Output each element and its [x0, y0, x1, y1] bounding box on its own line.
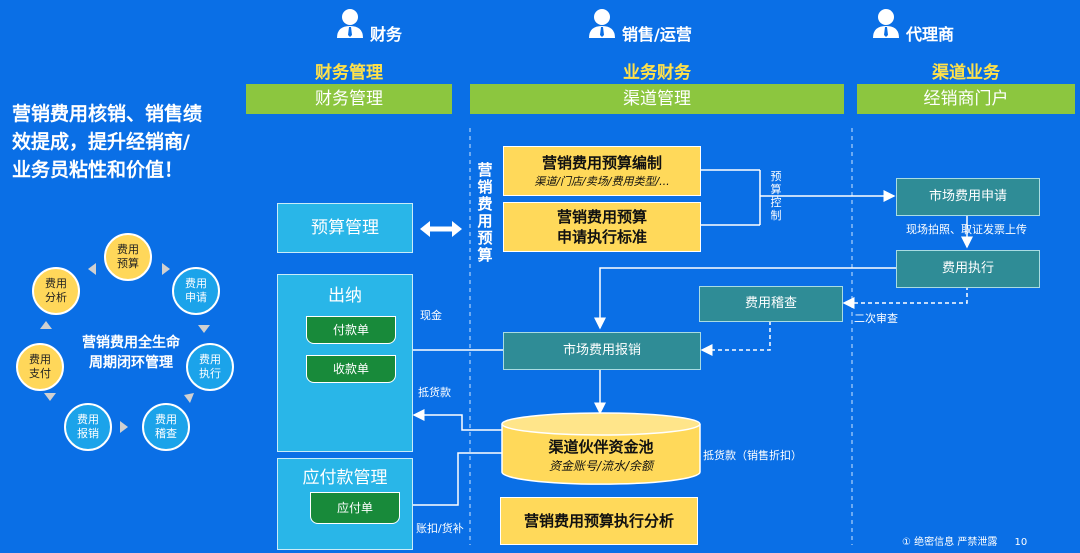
budget-compile-box[interactable]: 营销费用预算编制 渠道/门店/卖场/费用类型/... — [503, 146, 701, 196]
arrow-pool-to-payable — [398, 452, 504, 511]
slogan-line: 效提成，提升经销商/ — [12, 131, 190, 153]
photo-upload-label: 现场拍照、取证发票上传 — [906, 223, 1027, 236]
person-icon — [873, 9, 899, 38]
role-label: 销售/运营 — [622, 25, 692, 44]
expense-execute-box[interactable]: 费用执行 — [896, 250, 1040, 288]
market-apply-box[interactable]: 市场费用申请 — [896, 178, 1040, 216]
chevron-up-icon — [44, 393, 56, 401]
payable-title: 应付款管理 — [302, 468, 388, 488]
lifecycle-wheel: 营销费用全生命 周期闭环管理 费用预算 费用申请 费用执行 费用稽查 费用报销 … — [0, 225, 240, 465]
fund-pool-cylinder[interactable] — [500, 412, 702, 486]
lifecycle-chevrons — [40, 263, 210, 433]
receipt-doc[interactable]: 收款单 — [306, 355, 396, 383]
budget-vertical-label: 营 销 费 用 预 算 — [477, 161, 493, 264]
chevron-down-icon — [198, 325, 210, 333]
role-agent: 代理商 — [872, 8, 992, 48]
arrow-audit-to-reimburse — [700, 321, 771, 356]
slogan: 营销费用核销、销售绩 效提成，提升经销商/ 业务员粘性和价值！ — [12, 100, 202, 184]
budget-management-box[interactable]: 预算管理 — [277, 203, 413, 253]
person-icon — [589, 9, 615, 38]
lifecycle-node-payment: 费用支付 — [16, 343, 64, 391]
slogan-line: 营销费用核销、销售绩 — [12, 103, 203, 125]
chevron-left-icon — [120, 421, 128, 433]
payment-doc[interactable]: 付款单 — [306, 316, 396, 344]
slogan-line: 业务员粘性和价值！ — [12, 159, 184, 181]
lifecycle-node-execute: 费用执行 — [186, 343, 234, 391]
lifecycle-node-apply: 费用申请 — [172, 267, 220, 315]
role-label: 代理商 — [906, 25, 955, 44]
chevron-right-icon — [162, 263, 170, 275]
lifecycle-node-reimburse: 费用报销 — [64, 403, 112, 451]
role-label: 财务 — [370, 25, 403, 44]
arrow-execute-to-audit — [842, 286, 968, 309]
role-title-channel: 渠道业务 — [932, 63, 1000, 83]
arrow-pool-to-cashier — [412, 409, 504, 431]
person-icon — [337, 9, 363, 38]
budget-analysis-box[interactable]: 营销费用预算执行分析 — [500, 497, 698, 545]
payable-doc[interactable]: 应付单 — [310, 492, 400, 524]
budget-control-label: 预 算 控 制 — [770, 170, 782, 222]
lifecycle-node-audit: 费用稽查 — [142, 403, 190, 451]
deduct-goods-label: 抵货款 — [418, 386, 451, 399]
deduct-replenish-label: 账扣/货补 — [416, 522, 464, 535]
cashier-title: 出纳 — [328, 286, 362, 306]
market-reimburse-box[interactable]: 市场费用报销 — [503, 332, 701, 370]
column-bar-channel: 渠道管理 — [470, 84, 844, 114]
confidential-footer: ① 绝密信息 严禁泄露 10 — [902, 537, 1028, 548]
deduct-goods-rebate-label: 抵货款（销售折扣） — [703, 449, 802, 462]
budget-standard-box[interactable]: 营销费用预算 申请执行标准 — [503, 202, 701, 252]
chevron-up-icon — [40, 321, 52, 329]
cash-label: 现金 — [420, 309, 442, 322]
role-title-business: 业务财务 — [623, 63, 691, 83]
lifecycle-node-budget: 费用预算 — [104, 233, 152, 281]
lifecycle-center-label: 营销费用全生命 周期闭环管理 — [82, 335, 180, 371]
lifecycle-node-analysis: 费用分析 — [32, 267, 80, 315]
column-bar-dealer: 经销商门户 — [857, 84, 1075, 114]
role-finance: 财务 — [336, 8, 436, 48]
second-review-label: 二次审查 — [854, 312, 898, 325]
column-bar-finance: 财务管理 — [246, 84, 452, 114]
role-sales: 销售/运营 — [588, 8, 738, 48]
role-title-finance: 财务管理 — [315, 63, 383, 83]
page-number: 10 — [1014, 537, 1028, 548]
arrow-execute-to-reimburse — [594, 267, 896, 330]
chevron-right-icon — [88, 263, 96, 275]
chevron-down-icon — [184, 393, 194, 403]
expense-audit-box[interactable]: 费用稽查 — [699, 286, 843, 322]
fund-pool-text: 渠道伙伴资金池 资金账号/流水/余额 — [548, 438, 654, 473]
